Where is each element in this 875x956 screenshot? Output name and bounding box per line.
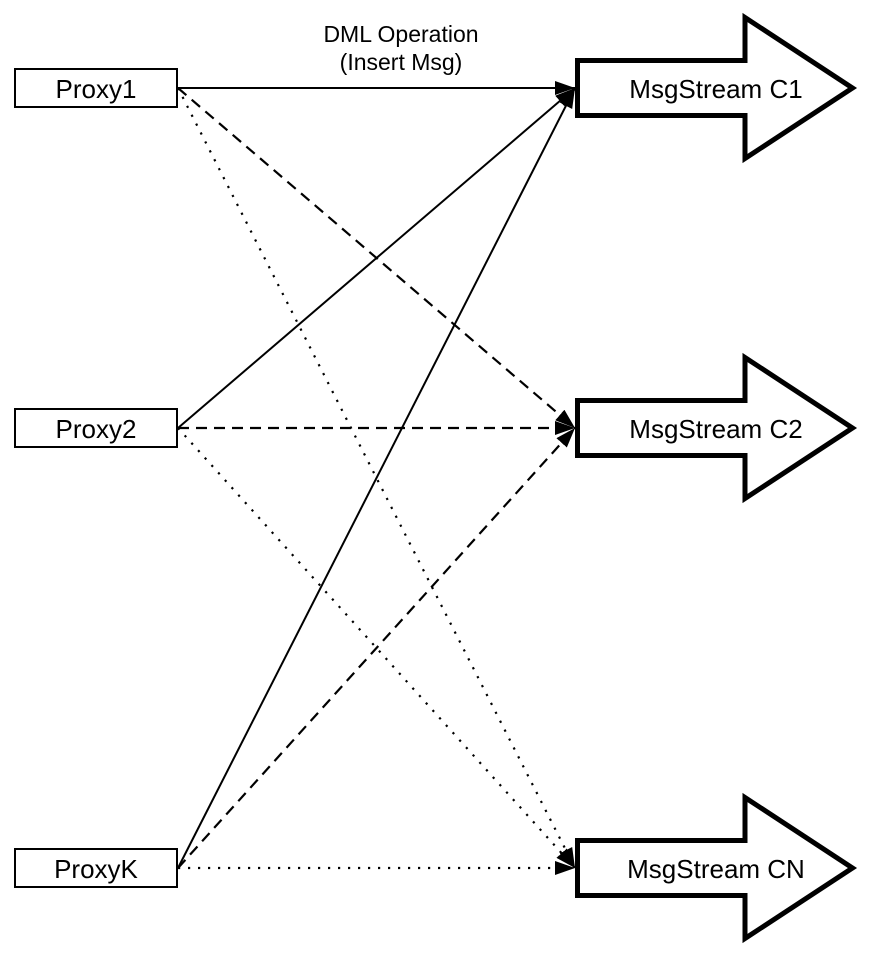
edges-layer [177,81,576,875]
fat-right-arrow-shape-c2 [575,352,858,504]
msgstream-c1-node: MsgStream C1 [575,12,858,164]
fat-right-arrow-shape-c1 [575,12,858,164]
proxy1-box [14,68,178,108]
proxy1-node: Proxy1 [14,68,178,108]
proxy1-label: Proxy1 [56,74,137,104]
msgstream-cn-node: MsgStream CN [575,792,858,944]
msgstream-c2-node: MsgStream C2 [575,352,858,504]
msgstream-c2-label: MsgStream C2 [629,414,802,444]
fat-right-arrow-shape-cn [575,792,858,944]
proxyk-label: ProxyK [54,854,138,884]
proxy2-node: Proxy2 [14,408,178,448]
msgstream-c1-label: MsgStream C1 [629,74,802,104]
proxy2-box [14,408,178,448]
proxyk-node: ProxyK [14,848,178,888]
dml-operation-label-line2: (Insert Msg) [340,49,463,75]
msgstream-cn-label: MsgStream CN [627,854,805,884]
proxy2-label: Proxy2 [56,414,137,444]
edge-proxyk-c1-solid [177,87,576,869]
dml-operation-label-line1: DML Operation [323,21,478,47]
edge-proxy1-c2-dashed [177,87,576,429]
proxyk-box [14,848,178,888]
edge-proxyk-c2-dashed [177,427,576,869]
